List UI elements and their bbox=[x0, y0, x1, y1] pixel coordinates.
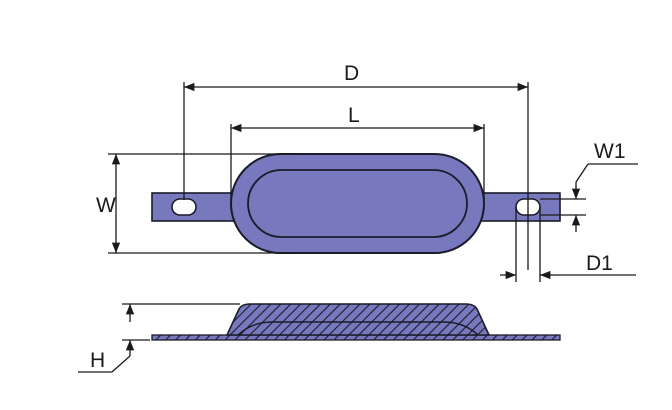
dimension-lines bbox=[108, 82, 638, 282]
side-anode-profile bbox=[225, 303, 491, 336]
label-H: H bbox=[90, 349, 105, 372]
label-D1: D1 bbox=[586, 252, 613, 275]
left-mounting-slot bbox=[171, 198, 197, 216]
side-view bbox=[151, 303, 561, 341]
label-L: L bbox=[348, 104, 360, 127]
label-W1: W1 bbox=[594, 140, 626, 163]
anode-body-inner bbox=[247, 169, 468, 238]
side-dimension-lines bbox=[78, 303, 240, 373]
top-view bbox=[151, 153, 561, 254]
label-W: W bbox=[96, 194, 116, 217]
label-D: D bbox=[344, 62, 359, 85]
